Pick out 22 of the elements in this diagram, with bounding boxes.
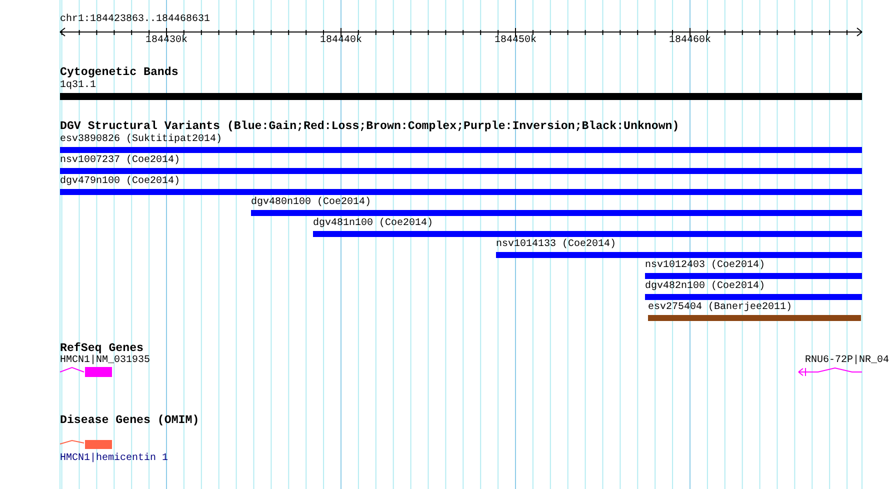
feature-label: dgv480n100 (Coe2014) [251,197,372,209]
gene-label: HMCN1|hemicentin 1 [60,453,168,465]
track-title: Cytogenetic Bands [60,66,178,79]
feature-label: esv275404 (Banerjee2011) [648,302,792,314]
feature-label: nsv1014133 (Coe2014) [496,239,616,251]
feature-label: dgv482n100 (Coe2014) [645,281,766,293]
region-label: chr1:184423863..184468631 [60,14,210,26]
tick-label: 184430k [146,35,188,47]
track-title: DGV Structural Variants (Blue:Gain;Red:Loss;Brown:Complex;Purple:Inversion;Black:Unknown) [60,120,680,133]
tick-label: 184450k [494,35,536,47]
gene-label: RNU6-72P|NR_04 [805,355,890,367]
tick-label: 184460k [669,35,711,47]
feature-label: esv3890826 (Suktitipat2014) [60,134,222,146]
tick-label: 184440k [320,35,362,47]
feature-label: nsv1012403 (Coe2014) [645,260,766,272]
gene-label: HMCN1|NM_031935 [60,355,150,367]
track-title: Disease Genes (OMIM) [60,414,200,427]
feature-label: dgv479n100 (Coe2014) [60,176,180,188]
feature-label: dgv481n100 (Coe2014) [313,218,434,230]
feature-label: 1q31.1 [60,80,96,92]
track-title: RefSeq Genes [60,342,144,355]
feature-label: nsv1007237 (Coe2014) [60,155,180,167]
